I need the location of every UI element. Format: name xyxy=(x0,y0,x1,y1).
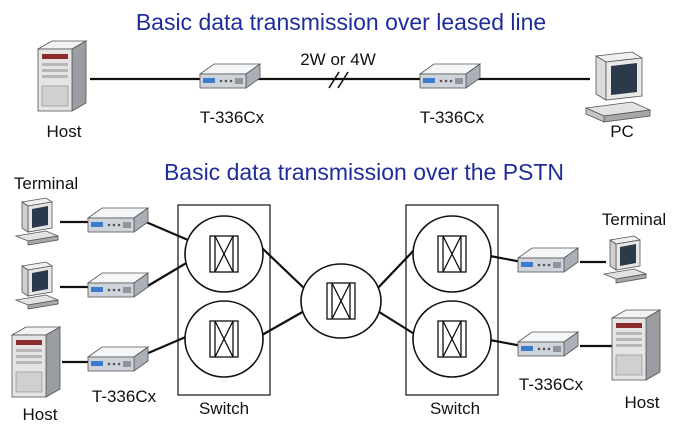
trunk-wire xyxy=(375,247,417,291)
pc-label: PC xyxy=(610,122,634,141)
host-server-icon xyxy=(611,309,661,381)
link-wire xyxy=(489,338,523,348)
line-break-mark xyxy=(328,71,340,89)
modem-icon xyxy=(87,346,149,372)
modem-icon xyxy=(87,272,149,298)
trunk-wire xyxy=(261,247,307,291)
trunk-wire xyxy=(375,309,417,336)
host-server-icon xyxy=(37,40,87,112)
terminal-icon xyxy=(15,261,59,310)
leased-line-title: Basic data transmission over leased line xyxy=(136,9,546,35)
switch-left-label: Switch xyxy=(199,399,249,418)
modem-icon xyxy=(419,63,481,89)
terminal-right-label: Terminal xyxy=(602,210,666,229)
link-wire xyxy=(489,254,523,264)
modem-right-pstn-label: T-336Cx xyxy=(519,375,584,394)
link-wire xyxy=(145,334,189,356)
pc-icon xyxy=(585,51,651,123)
switch-right-label: Switch xyxy=(430,399,480,418)
terminal-left-label: Terminal xyxy=(14,174,78,193)
modem-left-pstn-label: T-336Cx xyxy=(92,387,157,406)
line-type-label: 2W or 4W xyxy=(300,50,376,69)
host-left-label: Host xyxy=(23,405,58,424)
terminal-icon xyxy=(15,197,59,246)
modem-icon xyxy=(517,331,579,357)
modem-right-label: T-336Cx xyxy=(420,108,485,127)
link-wire xyxy=(145,261,189,288)
terminal-icon xyxy=(603,235,647,284)
pstn-title: Basic data transmission over the PSTN xyxy=(164,159,564,185)
host-right-label: Host xyxy=(625,393,660,412)
modem-icon xyxy=(199,63,261,89)
modem-left-label: T-336Cx xyxy=(200,108,265,127)
link-wire xyxy=(145,220,189,242)
modem-icon xyxy=(87,207,149,233)
host-label: Host xyxy=(47,122,82,141)
trunk-wire xyxy=(261,309,307,336)
line-break-mark xyxy=(337,71,349,89)
modem-icon xyxy=(517,247,579,273)
host-server-icon xyxy=(11,326,61,398)
